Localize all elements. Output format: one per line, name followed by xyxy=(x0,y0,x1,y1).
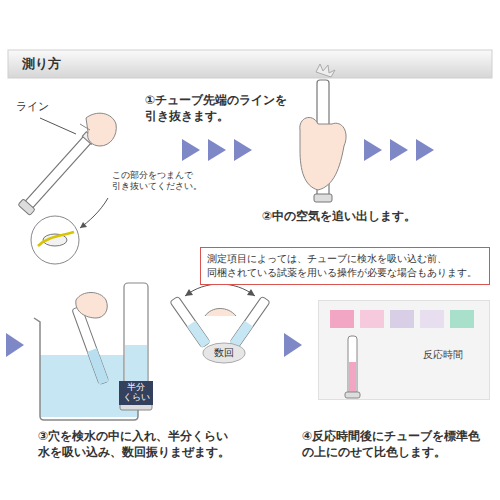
color-swatch xyxy=(450,310,474,328)
note-box: 測定項目によっては、チューブに検水を吸い込む前、 同梱されている試薬を用いる操作… xyxy=(200,247,490,285)
tube-body xyxy=(170,296,210,348)
level-badge: 半分 くらい xyxy=(119,381,153,405)
node-text: 数回 xyxy=(214,347,234,359)
color-swatch xyxy=(330,310,354,328)
step-arrow xyxy=(182,139,200,161)
air-burst xyxy=(316,64,335,77)
arrowhead xyxy=(185,289,255,296)
tube-body xyxy=(24,134,93,209)
tube-step1 xyxy=(18,130,97,215)
tube-body xyxy=(230,296,270,348)
zoom-circle xyxy=(31,216,79,264)
hand xyxy=(86,113,116,146)
hand xyxy=(300,117,346,190)
tube-shake xyxy=(170,296,210,348)
part-label: ライン xyxy=(16,100,76,115)
page-title: 測り方 xyxy=(22,55,61,73)
hand xyxy=(76,293,107,319)
shake-arrow xyxy=(185,284,255,296)
step-text: ①チューブ先端のラインを 引き抜きます。 xyxy=(145,92,307,124)
step-arrow xyxy=(234,139,252,161)
step-text: ②中の空気を追い出します。 xyxy=(262,208,442,224)
color-card xyxy=(318,300,490,400)
color-swatch xyxy=(420,310,444,328)
node-text: 反応時間 xyxy=(423,349,489,361)
tube-water xyxy=(87,348,108,384)
tube-base xyxy=(345,392,360,398)
leader-line xyxy=(40,118,76,134)
step-arrow xyxy=(284,333,302,357)
node-text: 測定項目によっては、チューブに検水を吸い込む前、 同梱されている試薬を用いる操作… xyxy=(207,252,483,280)
ellipse-outline xyxy=(203,343,245,363)
step-arrow xyxy=(364,139,382,161)
step-text: ③穴を検水の中に入れ、半分くらい 水を吸い込み、数回振りまぜます。 xyxy=(38,428,274,460)
arrowhead xyxy=(80,222,87,228)
color-swatch xyxy=(390,310,414,328)
note-label: この部分をつまんで 引き抜いてください。 xyxy=(112,170,204,193)
step-text: ④反応時間後にチューブを標準色 の上にのせて比色します。 xyxy=(302,428,496,460)
step-arrow xyxy=(6,333,24,357)
tube-result xyxy=(348,336,357,394)
tube-shake xyxy=(230,296,270,348)
color-card: 反応時間 xyxy=(318,300,490,400)
tube-base xyxy=(18,199,35,216)
pull-line xyxy=(38,232,74,246)
callout-arrow xyxy=(80,198,108,228)
tube-water xyxy=(349,362,356,393)
header-bar xyxy=(8,50,492,78)
finger xyxy=(80,124,90,130)
tube-water xyxy=(187,321,210,348)
step-arrow xyxy=(390,139,408,161)
step-arrow xyxy=(208,139,226,161)
tube-base xyxy=(314,194,332,202)
color-swatch xyxy=(360,310,384,328)
step-arrow xyxy=(416,139,434,161)
count-ellipse: 数回 xyxy=(202,342,246,364)
node-text: 半分 くらい xyxy=(120,383,152,403)
hand xyxy=(205,309,236,317)
